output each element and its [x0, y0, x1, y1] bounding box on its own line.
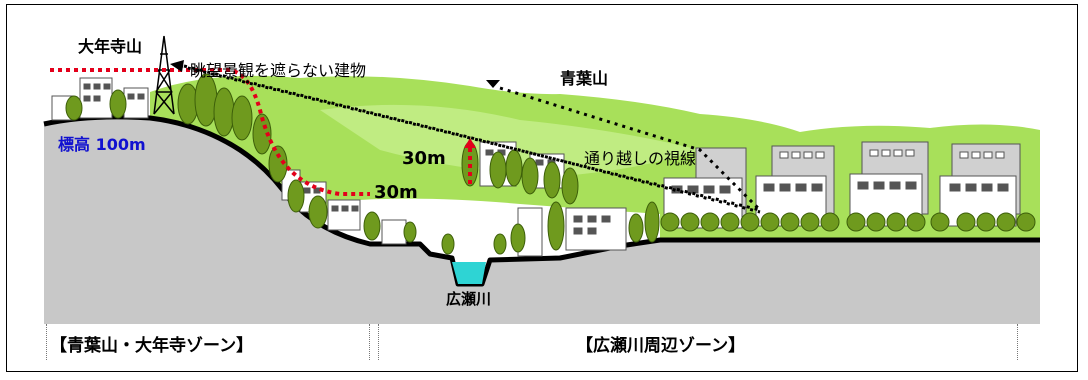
label-dainenji: 大年寺山: [78, 37, 142, 56]
label-sightline: 通り越しの視線: [584, 149, 696, 168]
zone-right-label: 【広瀬川周辺ゾーン】: [576, 336, 746, 356]
label-river: 広瀬川: [446, 290, 491, 308]
height-limit-lines: [50, 68, 472, 196]
left-buildings: [51, 77, 149, 121]
sightlines: [179, 64, 762, 214]
forest-highlight: [320, 104, 700, 176]
label-height-slope: 30m: [374, 182, 418, 203]
view-arrowhead: [170, 60, 184, 72]
hirose-river: [452, 262, 486, 284]
trees: [65, 73, 1036, 255]
ground-section: [44, 116, 1040, 324]
label-building-note: 眺望景観を遮らない建物: [190, 61, 366, 80]
height-arrow: [464, 138, 476, 148]
valley-buildings: [517, 207, 627, 257]
zone-left-label: 【青葉山・大年寺ゾーン】: [50, 336, 254, 356]
peak-marker: [486, 80, 500, 88]
label-height-hill: 30m: [402, 148, 446, 169]
label-aobayama: 青葉山: [560, 69, 608, 88]
zone-left-box: [46, 324, 370, 360]
zone-right-box: [378, 324, 1018, 360]
label-elevation: 標高 100m: [58, 135, 146, 154]
